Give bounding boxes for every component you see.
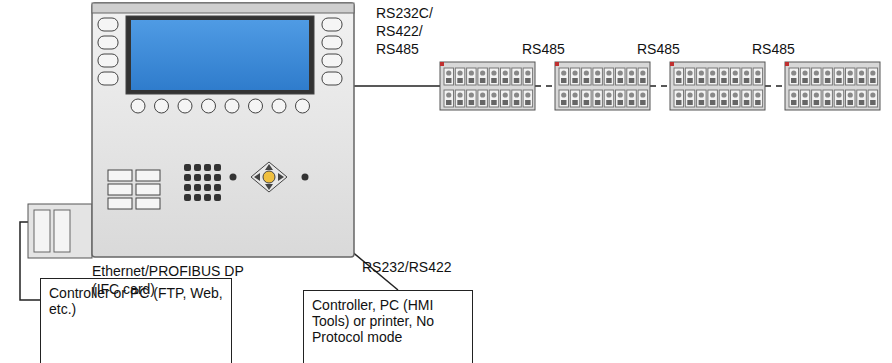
bus-label: RS485	[637, 40, 697, 58]
interface-label: RS232C/ RS422/ RS485	[376, 4, 446, 58]
device-box: Controller, PC (HMI Tools) or printer, N…	[303, 290, 473, 363]
box-text: Controller, PC (HMI Tools) or printer, N…	[312, 297, 464, 345]
bus-label: RS485	[522, 40, 582, 58]
io-modules	[440, 62, 880, 110]
bus-label: RS485	[752, 40, 812, 58]
ifc-card	[28, 204, 92, 258]
interface-label: RS232/RS422	[362, 258, 472, 276]
nav-keys	[230, 162, 309, 192]
serial-wire	[352, 85, 440, 87]
interface-label: Ethernet/PROFIBUS DP (IFC card)	[92, 262, 260, 298]
operator-panel	[92, 3, 354, 257]
